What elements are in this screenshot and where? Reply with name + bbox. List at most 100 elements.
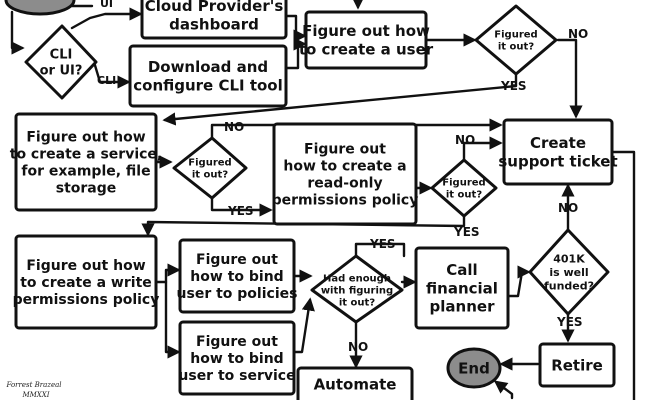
automate-label: Automate [314, 375, 397, 393]
edge-figured-1-yes [162, 72, 518, 126]
financial-planner-box [414, 246, 510, 330]
bind-policies-label-line: Figure out [196, 252, 278, 268]
edge-write-to-bind-policies [154, 263, 181, 284]
edge-start-to-cli-or-ui [10, 10, 25, 55]
retire-label-line: Retire [551, 356, 603, 374]
figured-3-diamond [430, 158, 498, 218]
end-label: End [458, 359, 490, 377]
signature-year: MMXXI [21, 391, 49, 399]
support-ticket-box [502, 118, 614, 186]
edge-label-no-2: NO [224, 120, 244, 134]
cli-or-ui-label-line: or UI? [40, 64, 83, 79]
edge-labels: UI CLI NO YES NO YES NO YES YES NO NO YE… [97, 0, 588, 354]
create-service-label-line: Figure out how [26, 129, 145, 145]
edge-figured-3-no [462, 136, 503, 162]
edge-label-yes-3: YES [453, 225, 480, 239]
edge-label-no-3: NO [455, 133, 475, 147]
figured-2-label-line: it out? [192, 170, 228, 181]
figured-1-label-line: it out? [498, 42, 534, 53]
had-enough-label-line: with figuring [321, 286, 393, 297]
create-service-box [14, 112, 158, 212]
edge-bind-service-to-had-enough [292, 297, 315, 354]
signature-name: Forrest Brazeal [5, 381, 61, 389]
retire-label: Retire [551, 356, 603, 374]
edge-cli-to-download [92, 60, 131, 89]
figured-3-label-line: Figured [442, 177, 485, 188]
end-label-line: End [458, 359, 490, 377]
readonly-policy-label-line: how to create a [283, 158, 406, 174]
support-ticket-label-line: support ticket [498, 152, 617, 170]
write-policy-label-line: Figure out how [26, 258, 145, 274]
create-service-label-line: to create a service, [10, 146, 162, 162]
edges [10, 0, 636, 400]
edge-support-ticket-out [610, 150, 636, 400]
support-ticket-label-line: Create [530, 134, 586, 152]
edge-into-end [493, 380, 514, 400]
figured-3-label-line: it out? [446, 190, 482, 201]
figured-1-label: Figured it out? [494, 29, 537, 52]
had-enough-label-line: it out? [339, 298, 375, 309]
edge-dashboard-to-figure-user [285, 14, 307, 43]
bind-policies-box [178, 238, 296, 314]
edge-label-yes-5: YES [556, 315, 583, 329]
edge-write-to-bind-service [164, 280, 181, 359]
readonly-policy-box [272, 122, 418, 226]
bind-policies-label-line: user to policies [177, 286, 298, 302]
automate-label-line: Automate [314, 375, 397, 393]
figure-user-label-line: to create a user [299, 40, 434, 58]
bind-service-label-line: Figure out [196, 334, 278, 350]
401k-diamond [528, 228, 610, 316]
figured-2-label-line: Figured [188, 157, 231, 168]
figured-3-label: Figured it out? [442, 177, 485, 200]
end-oval [446, 347, 502, 389]
download-cli-label-line: configure CLI tool [133, 76, 283, 94]
readonly-policy-label-line: Figure out [304, 141, 386, 157]
had-enough-label-line: Had enough [323, 273, 391, 284]
figure-user-label-line: Figure out how [302, 22, 430, 40]
figured-1-label-line: Figured [494, 29, 537, 40]
edge-figured-1-no [556, 38, 583, 119]
edge-label-ui: UI [100, 0, 113, 10]
edge-download-to-figure-user [285, 37, 307, 70]
edge-label-no-5: NO [558, 201, 578, 215]
401k-label-line: is well [549, 266, 588, 279]
bind-service-box [178, 320, 296, 396]
edge-had-enough-yes [354, 242, 406, 258]
bind-policies-label-line: how to bind [190, 269, 283, 285]
write-policy-box [14, 234, 158, 330]
cloud-dashboard-label-line: Cloud Provider's [145, 0, 284, 15]
401k-label-line: funded? [544, 279, 594, 292]
figured-1-diamond [474, 4, 558, 76]
retire-box [538, 342, 616, 388]
cli-or-ui-diamond [24, 24, 98, 100]
edge-label-yes-4: YES [369, 237, 396, 251]
edge-figured-2-yes [210, 194, 273, 217]
create-service-label-line: storage [56, 181, 117, 197]
edge-planner-to-401k [506, 265, 531, 298]
cloud-dashboard-box [140, 0, 288, 40]
edge-label-yes-2: YES [227, 204, 254, 218]
edge-ui-to-dashboard [70, 7, 143, 30]
cli-or-ui-label-line: CLI [50, 48, 73, 63]
financial-planner-label-line: planner [430, 298, 496, 316]
cloud-dashboard-label-line: dashboard [169, 15, 259, 33]
401k-label-line: 401K [553, 252, 585, 265]
readonly-policy-label-line: read-only [307, 175, 382, 191]
edge-label-yes-1: YES [500, 79, 527, 93]
automate-box [296, 366, 414, 400]
had-enough-diamond [310, 254, 404, 324]
edge-label-cli: CLI [97, 74, 116, 87]
figure-user-box [304, 10, 428, 70]
start-oval [4, 0, 76, 16]
